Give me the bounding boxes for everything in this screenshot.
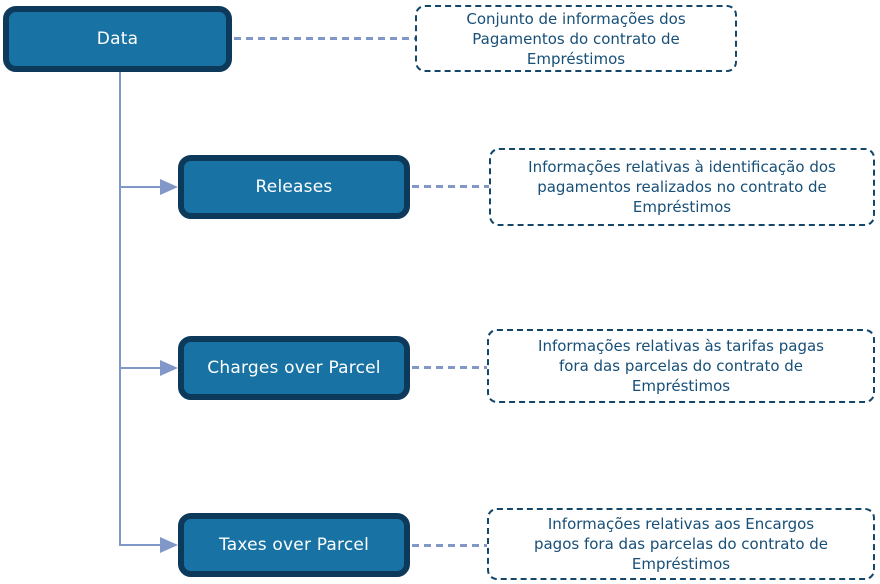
annotation-taxes-text: Informações relativas aos Encargos pagos… — [533, 515, 829, 573]
arrowhead-charges-icon — [160, 360, 178, 376]
note-connector-charges — [412, 366, 487, 369]
note-connector-taxes — [412, 544, 487, 547]
annotation-taxes: Informações relativas aos Encargos pagos… — [487, 508, 875, 580]
annotation-releases-text: Informações relativas à identificação do… — [528, 158, 836, 216]
trunk-connector-line — [119, 72, 121, 546]
arrowhead-releases-icon — [160, 179, 178, 195]
node-taxes-over-parcel: Taxes over Parcel — [178, 513, 410, 577]
node-taxes-over-parcel-label: Taxes over Parcel — [218, 535, 369, 555]
note-connector-data — [234, 37, 415, 40]
node-releases: Releases — [178, 155, 410, 219]
node-data: Data — [3, 6, 232, 72]
node-releases-label: Releases — [255, 177, 333, 197]
branch-line-releases — [120, 186, 162, 188]
branch-line-taxes — [120, 544, 162, 546]
annotation-releases: Informações relativas à identificação do… — [489, 148, 875, 226]
node-charges-over-parcel-label: Charges over Parcel — [207, 358, 381, 378]
annotation-data: Conjunto de informações dos Pagamentos d… — [415, 5, 737, 72]
annotation-charges: Informações relativas às tarifas pagas f… — [487, 329, 875, 403]
node-charges-over-parcel: Charges over Parcel — [178, 336, 410, 400]
annotation-data-text: Conjunto de informações dos Pagamentos d… — [466, 9, 686, 68]
annotation-charges-text: Informações relativas às tarifas pagas f… — [538, 337, 824, 395]
note-connector-releases — [412, 185, 489, 188]
node-data-label: Data — [96, 29, 139, 49]
arrowhead-taxes-icon — [160, 537, 178, 553]
branch-line-charges — [120, 367, 162, 369]
